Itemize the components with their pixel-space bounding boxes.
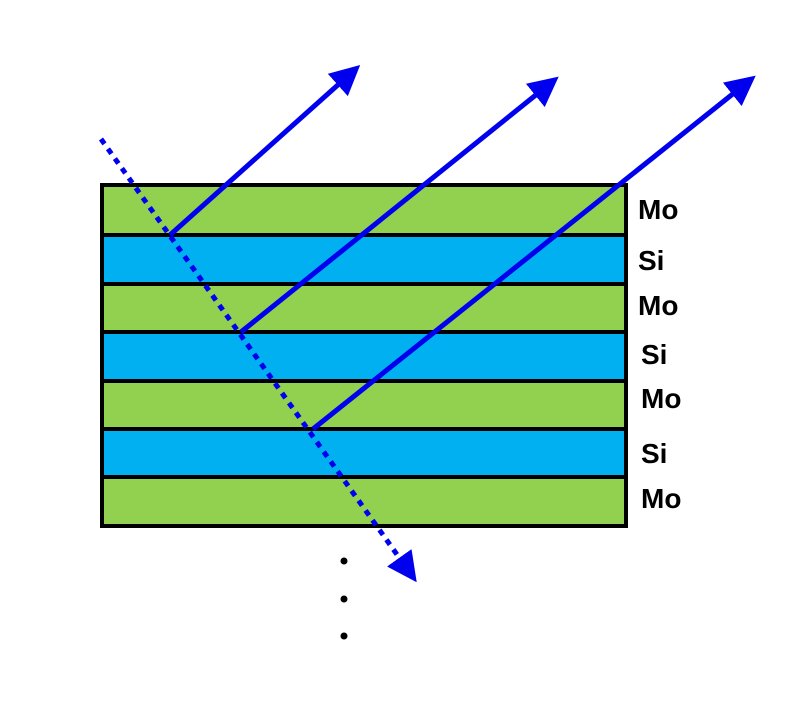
layer-label-5: Mo [641, 383, 681, 414]
layer-label-7: Mo [641, 483, 681, 514]
incident-beam [98, 137, 417, 583]
beams [98, 65, 756, 583]
layer-stack [100, 183, 628, 528]
layer-label-1: Mo [638, 194, 678, 225]
continuation-dot-2 [340, 595, 348, 603]
layer-label-6: Si [641, 438, 667, 469]
layer-label-3: Mo [638, 290, 678, 321]
layer-label-4: Si [641, 339, 667, 370]
continuation-dots [340, 557, 348, 640]
reflected-beam-2 [239, 76, 559, 334]
layer-label-2: Si [638, 245, 664, 276]
layer-si-6 [100, 427, 628, 479]
continuation-dot-3 [340, 632, 348, 640]
layer-si-4 [100, 330, 628, 383]
layer-mo-7 [100, 475, 628, 528]
reflected-beam-3 [311, 75, 756, 431]
layer-mo-3 [100, 282, 628, 334]
continuation-dot-1 [340, 557, 348, 565]
reflected-beam-1 [168, 65, 361, 237]
